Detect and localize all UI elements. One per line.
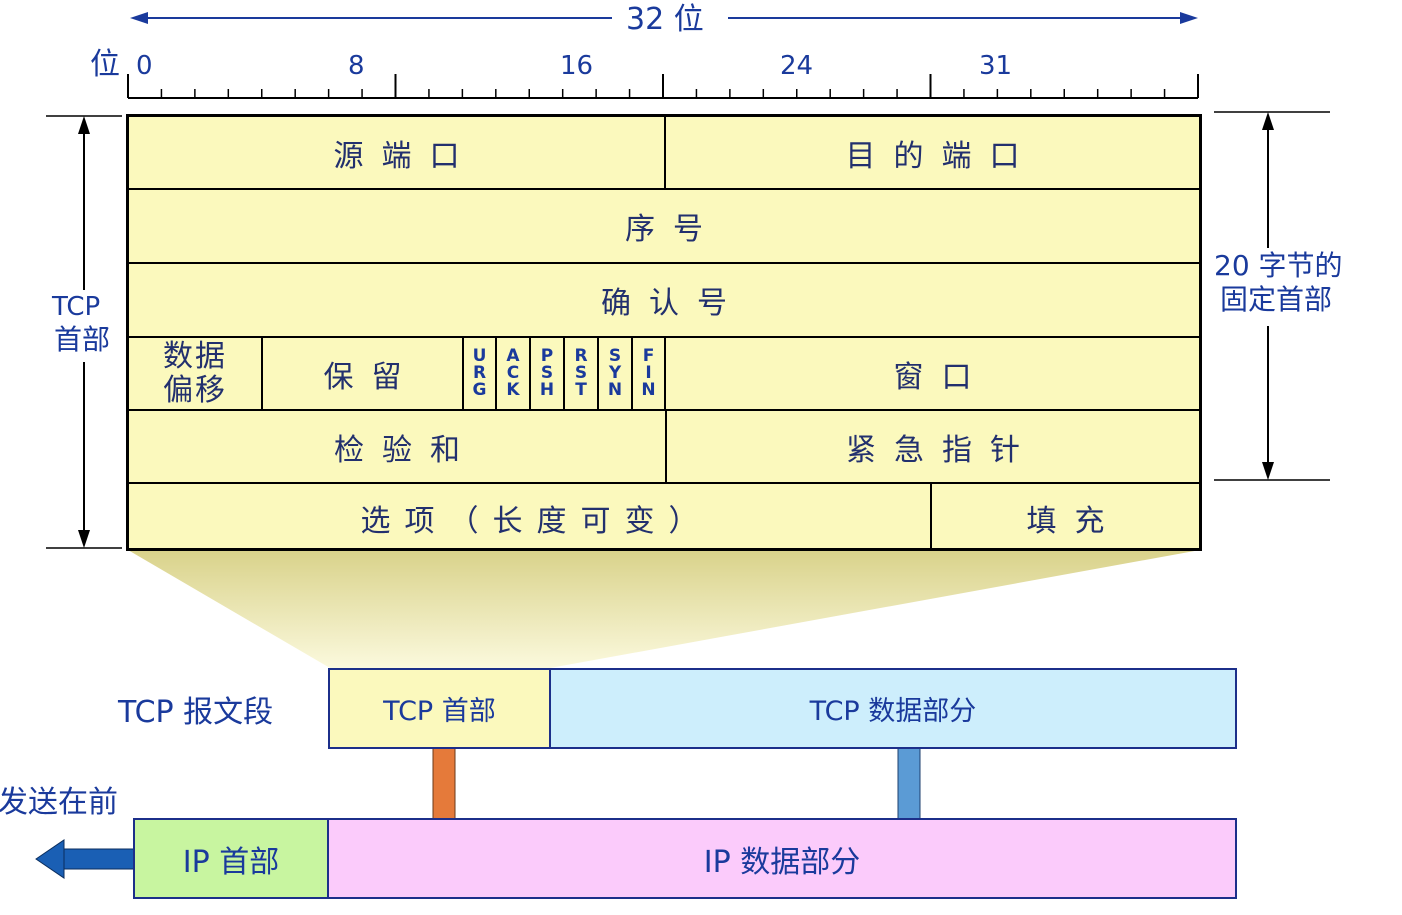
flag-letter: U xyxy=(472,346,487,366)
send-first-label: 发送在前 xyxy=(0,785,118,820)
total-bits-label: 32 位 xyxy=(626,2,704,37)
data-offset-line2: 偏移 xyxy=(163,372,227,408)
field-sequence-number: 序号 xyxy=(129,190,1199,264)
total-width-arrow xyxy=(130,12,1198,24)
ruler-tick-16: 16 xyxy=(560,51,594,81)
ip-header-box: IP 首部 xyxy=(133,818,329,899)
field-acknowledgment-number: 确认号 xyxy=(129,264,1199,338)
ruler-tick-0: 0 xyxy=(136,51,153,81)
flag-letter: N xyxy=(641,380,656,400)
fixed-header-side-label-line1: 20 字节的 xyxy=(1212,249,1345,282)
tcp-segment-header-box: TCP 首部 xyxy=(328,668,551,749)
flag-letter: I xyxy=(645,363,652,383)
flag-letter: T xyxy=(575,380,587,400)
tcp-segment-label: TCP 报文段 xyxy=(118,695,274,730)
flag-letter: F xyxy=(642,346,655,366)
field-destination-port: 目的端口 xyxy=(666,117,1199,190)
field-data-offset: 数据 偏移 xyxy=(129,338,263,411)
expansion-funnel xyxy=(128,550,1200,668)
flag-letter: Y xyxy=(608,363,622,383)
field-checksum: 检验和 xyxy=(129,411,667,484)
flag-letter: N xyxy=(607,380,623,400)
tcp-header-side-label-line1: TCP xyxy=(50,292,103,322)
flag-letter: A xyxy=(506,346,520,366)
send-first-arrow xyxy=(35,839,137,879)
flag-letter: K xyxy=(506,380,520,400)
flag-letter: R xyxy=(574,346,588,366)
flag-letter: C xyxy=(506,363,520,383)
tcp-segment-data-box: TCP 数据部分 xyxy=(549,668,1237,749)
fixed-header-side-label-line2: 固定首部 xyxy=(1218,283,1335,316)
ruler-tick-8: 8 xyxy=(348,51,365,81)
ruler-tick-24: 24 xyxy=(780,51,814,81)
flag-letter: H xyxy=(539,380,555,400)
ip-data-box: IP 数据部分 xyxy=(327,818,1237,899)
flag-letter: R xyxy=(472,363,487,383)
flag-letter: G xyxy=(472,380,487,400)
field-source-port: 源端口 xyxy=(129,117,666,190)
flag-letter: P xyxy=(540,346,554,366)
field-padding: 填充 xyxy=(1026,503,1123,539)
field-options: 选项（长度可变） xyxy=(129,484,932,548)
flag-letter: S xyxy=(574,363,588,383)
field-reserved: 保留 xyxy=(263,338,464,411)
fixed-header-height-arrow xyxy=(1214,111,1330,481)
field-window: 窗口 xyxy=(666,338,1199,411)
tcp-header-side-label-line2: 首部 xyxy=(52,323,113,356)
flag-letter: S xyxy=(540,363,554,383)
field-urgent-pointer: 紧急指针 xyxy=(667,411,1199,484)
flag-letter: S xyxy=(608,346,622,366)
tcp-header-height-arrow xyxy=(46,115,122,549)
ruler-tick-31: 31 xyxy=(979,51,1013,81)
data-offset-line1: 数据 xyxy=(163,338,227,374)
bit-unit-label: 位 xyxy=(90,47,120,82)
bit-ruler xyxy=(127,74,1199,99)
